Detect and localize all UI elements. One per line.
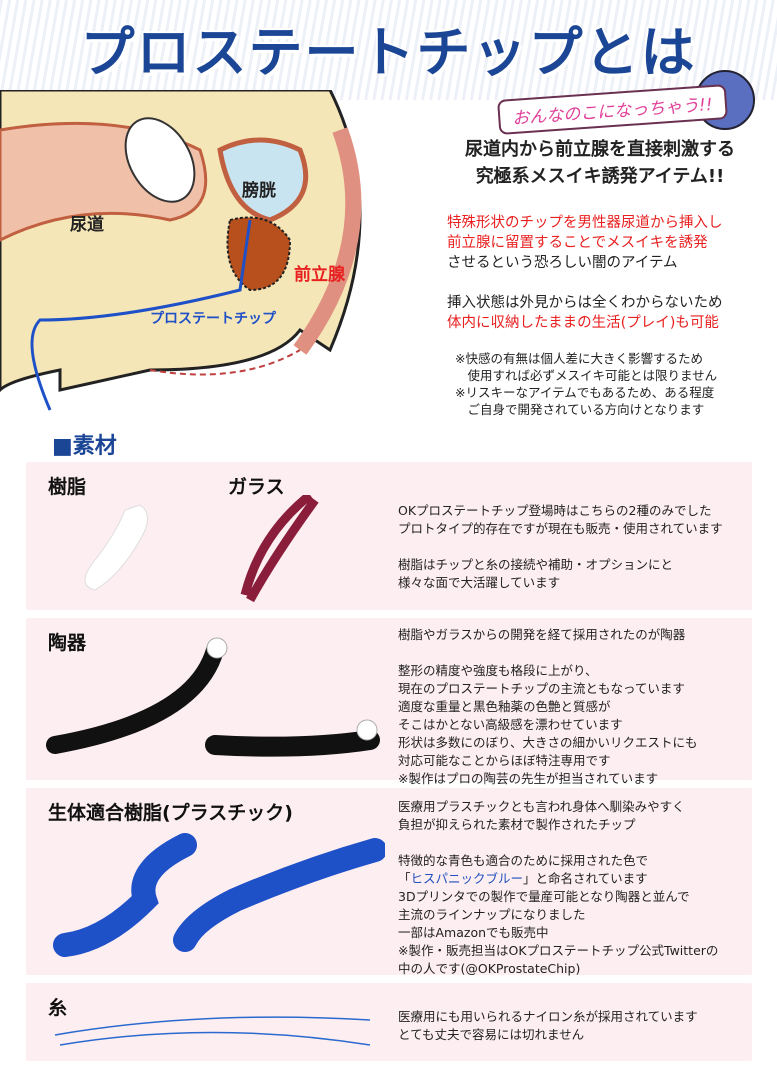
panel-text-thread: 医療用にも用いられるナイロン糸が採用されています とても丈夫で容易には切れません bbox=[398, 1009, 698, 1042]
page-title: プロステートチップとは bbox=[80, 21, 697, 84]
plastic-text-1: 医療用プラスチックとも言われ身体へ馴染みやすく 負担が抑えられた素材で製作された… bbox=[398, 799, 685, 868]
bladder-shape bbox=[217, 137, 309, 223]
anatomy-diagram bbox=[0, 90, 362, 411]
lead-line: 尿道内から前立腺を直接刺激する bbox=[465, 139, 735, 160]
plastic-text-2: 3Dプリンタでの製作で量産可能となり陶器と並んで 主流のラインナップになりました… bbox=[398, 889, 719, 976]
ceramic-illustration bbox=[46, 637, 380, 757]
plastic-illustration bbox=[53, 833, 385, 957]
panel-heading-ceramic: 陶器 bbox=[48, 632, 87, 654]
urethra-label: 尿道 bbox=[70, 215, 104, 235]
desc-line: 体内に収納したままの生活(プレイ)も可能 bbox=[447, 315, 719, 331]
lead-line: 究極系メスイキ誘発アイテム!! bbox=[475, 166, 725, 187]
bladder-label: 膀胱 bbox=[242, 181, 276, 201]
desc-line: 特殊形状のチップを男性器尿道から挿入し bbox=[447, 215, 723, 231]
rectum bbox=[293, 127, 362, 355]
desc-line: 前立腺に留置することでメスイキを誘発 bbox=[447, 235, 708, 251]
resin-glass-illustration bbox=[84, 495, 319, 603]
thread-illustration bbox=[54, 1016, 371, 1046]
panel-thread bbox=[26, 983, 752, 1061]
description-1: 特殊形状のチップを男性器尿道から挿入し 前立腺に留置することでメスイキを誘発 さ… bbox=[447, 213, 723, 273]
quote-open: 「 bbox=[398, 871, 411, 886]
notes: ※快感の有無は個人差に大きく影響するため 使用すれば必ずメスイキ可能とは限りませ… bbox=[455, 350, 717, 418]
panel-heading-glass: ガラス bbox=[228, 476, 285, 498]
desc-line: 挿入状態は外見からは全くわからないため bbox=[447, 295, 723, 311]
chip-line bbox=[30, 219, 252, 411]
panel-heading-resin: 樹脂 bbox=[48, 476, 87, 498]
hispanic-blue-term: ヒスパニックブルー bbox=[410, 871, 524, 886]
desc-line: させるという恐ろしい闇のアイテム bbox=[447, 255, 678, 271]
note-line: ※リスキーなアイテムでもあるため、ある程度 bbox=[455, 385, 715, 400]
note-line: ご自身で開発されている方向けとなります bbox=[455, 402, 705, 417]
note-line: ※快感の有無は個人差に大きく影響するため bbox=[455, 351, 703, 366]
description-2: 挿入状態は外見からは全くわからないため 体内に収納したままの生活(プレイ)も可能 bbox=[447, 293, 723, 333]
panel-text-plastic: 医療用プラスチックとも言われ身体へ馴染みやすく 負担が抑えられた素材で製作された… bbox=[398, 798, 718, 978]
prostate-label: 前立腺 bbox=[294, 265, 345, 285]
panel-heading-plastic: 生体適合樹脂(プラスチック) bbox=[48, 802, 293, 824]
panel-ceramic bbox=[26, 618, 752, 780]
quote-close: 」と命名されています bbox=[523, 871, 648, 886]
title-background bbox=[0, 0, 777, 100]
panel-text-ceramic: 樹脂やガラスからの開発を経て採用されたのが陶器 整形の精度や強度も格段に上がり、… bbox=[398, 627, 698, 786]
note-line: 使用すれば必ずメスイキ可能とは限りません bbox=[455, 368, 718, 383]
chip-label: プロステートチップ bbox=[150, 311, 276, 327]
panel-text-resin: OKプロステートチップ登場時はこちらの2種のみでした プロトタイプ的存在ですが現… bbox=[398, 503, 723, 590]
panel-resin-glass bbox=[26, 462, 752, 610]
section-heading-materials: ■素材 bbox=[52, 434, 117, 459]
panel-heading-thread: 糸 bbox=[48, 997, 68, 1019]
bone bbox=[124, 117, 196, 203]
lead-text: 尿道内から前立腺を直接刺激する 究極系メスイキ誘発アイテム!! bbox=[430, 136, 770, 190]
